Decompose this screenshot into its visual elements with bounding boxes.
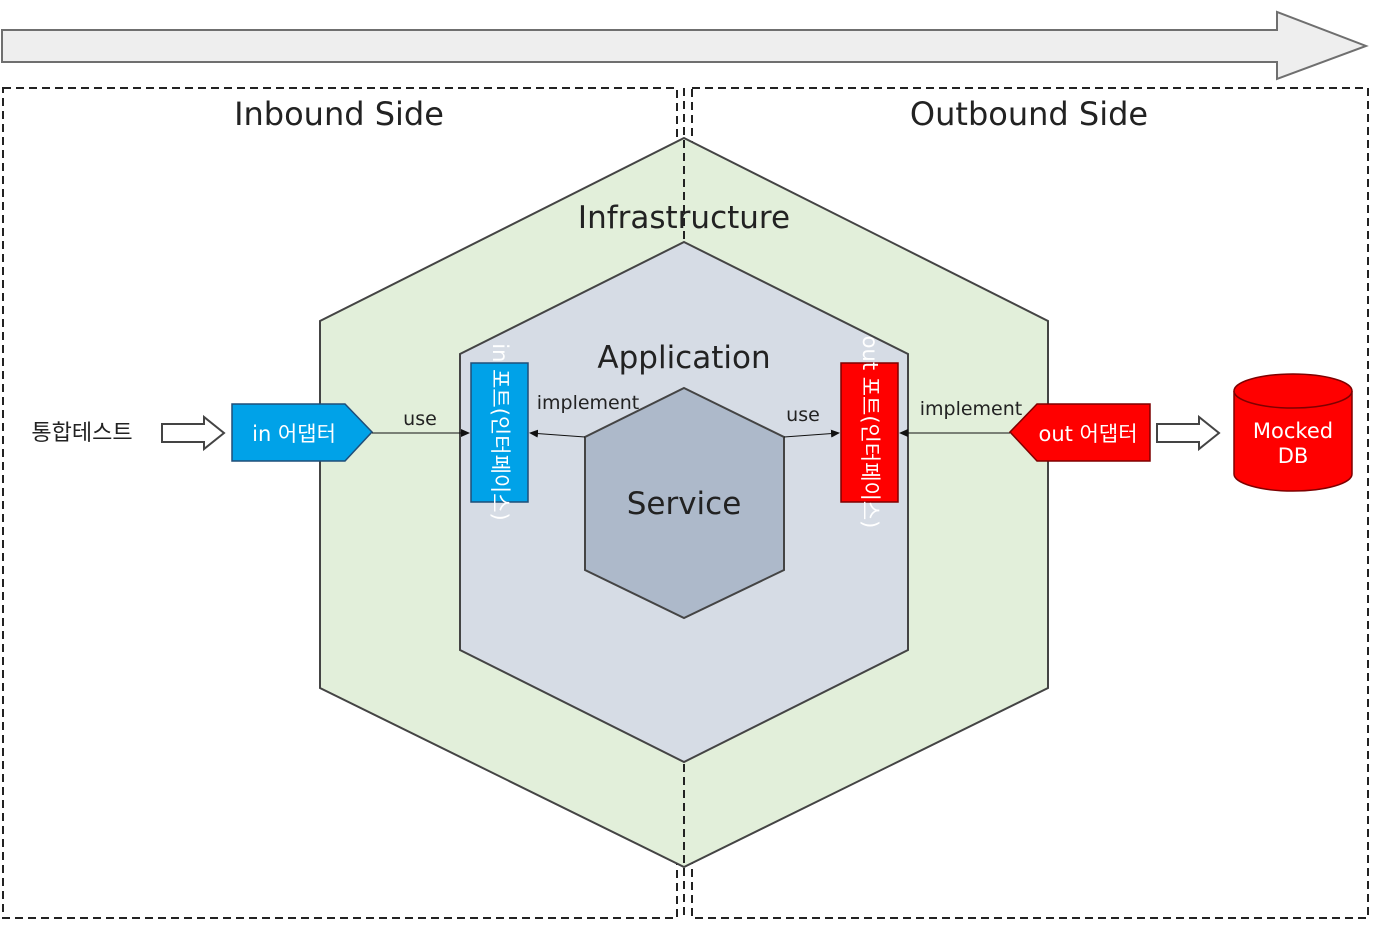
in-adapter-label: in 어댑터	[252, 422, 336, 446]
in-implement-label: implement	[537, 392, 640, 414]
in-implement-connector	[529, 429, 586, 438]
out-port-shape	[840, 362, 899, 503]
out-port-label: out 포트(인터페이스)	[858, 336, 882, 529]
in-port-shape	[470, 362, 529, 503]
db-top	[1233, 373, 1353, 409]
integration-test-label: 통합테스트	[31, 421, 132, 446]
flow-arrow	[1, 10, 1369, 81]
outbound-side-title: Outbound Side	[910, 95, 1148, 133]
adapter-to-db-arrow	[1156, 414, 1221, 452]
test-to-adapter-arrow	[161, 414, 226, 452]
in-port-label: in 포트(인터페이스)	[488, 343, 512, 520]
outbound-side-region	[691, 87, 1369, 919]
in-use-label: use	[403, 408, 437, 430]
out-use-label: use	[786, 404, 820, 426]
in-adapter-shape	[231, 403, 374, 462]
db-label-line1: Mocked	[1253, 419, 1333, 443]
out-use-connector	[783, 429, 840, 438]
out-adapter-shape	[1008, 403, 1151, 462]
out-adapter-label: out 어댑터	[1038, 422, 1137, 446]
inbound-side-title: Inbound Side	[234, 95, 444, 133]
db-label-line2: DB	[1278, 444, 1309, 468]
out-implement-label: implement	[920, 398, 1023, 420]
inbound-side-region	[2, 87, 678, 919]
application-label: Application	[597, 340, 770, 376]
db-body	[1233, 391, 1353, 492]
service-label: Service	[627, 486, 742, 522]
mocked-db-cylinder: Mocked DB	[1233, 373, 1353, 492]
